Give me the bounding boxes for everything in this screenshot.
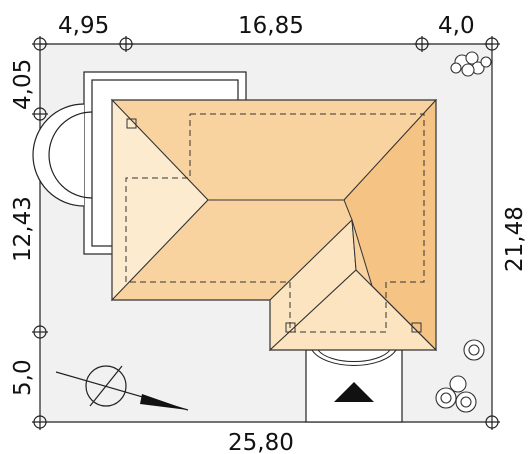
entrance-arrow-icon xyxy=(334,382,374,402)
roof-outline xyxy=(111,99,437,351)
dimension-right: 21,48 xyxy=(502,206,528,272)
corner-marker xyxy=(126,118,137,129)
dimension-top-middle: 16,85 xyxy=(238,13,304,39)
dimension-left-middle: 12,43 xyxy=(10,196,36,262)
dimension-left-top: 4,05 xyxy=(10,59,36,110)
tree-icon xyxy=(463,339,485,361)
corner-marker xyxy=(411,322,422,333)
dimension-top-right: 4,0 xyxy=(438,13,475,39)
corner-marker xyxy=(285,322,296,333)
compass-icon xyxy=(55,365,189,411)
tree-icon xyxy=(450,51,492,77)
roof xyxy=(110,98,438,352)
dimension-left-bottom: 5,0 xyxy=(10,359,36,396)
dimension-top-left: 4,95 xyxy=(58,13,109,39)
tree-icon xyxy=(435,375,477,413)
dimension-markers xyxy=(32,36,500,429)
dimension-bottom: 25,80 xyxy=(228,430,294,454)
